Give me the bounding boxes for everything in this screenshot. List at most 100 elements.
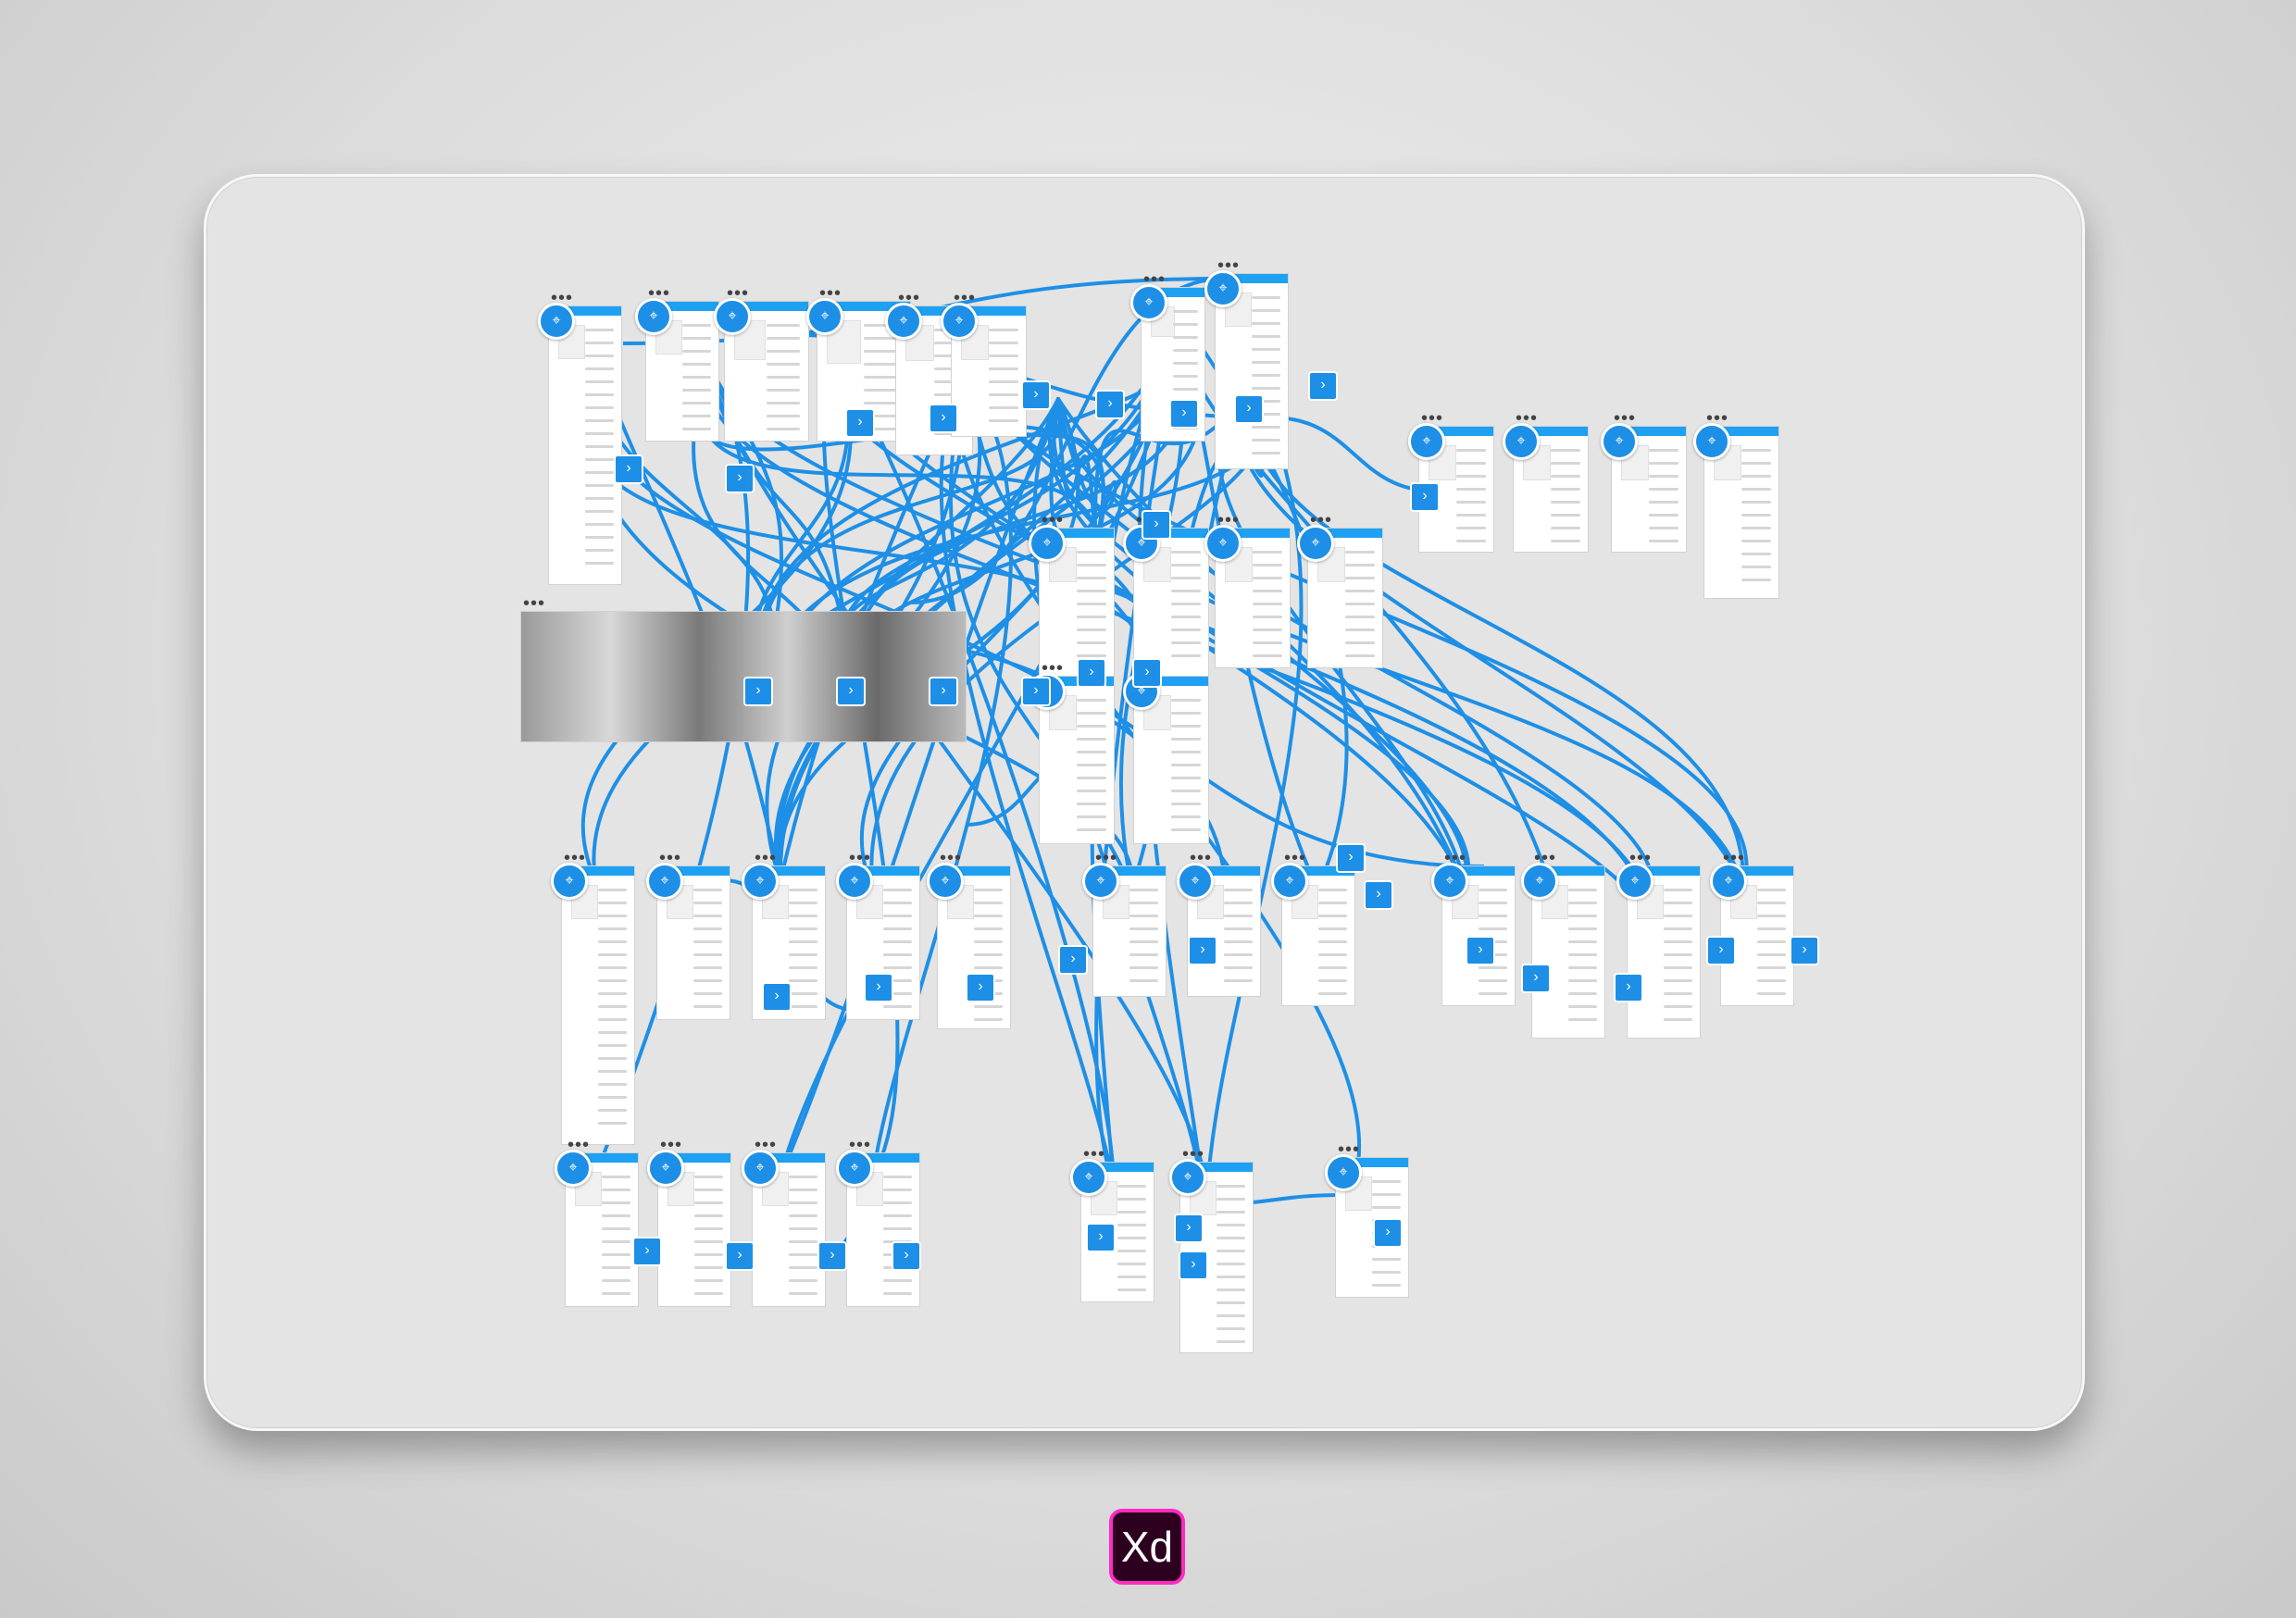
pin-icon[interactable]: ⌖ (836, 863, 873, 900)
more-dots-icon[interactable]: ••• (727, 283, 750, 304)
prototype-canvas[interactable]: ••• ••• ••• ••• ••• ••• ••• ••• ••• ••• ••• ••• ••• •… (204, 174, 2085, 1431)
more-dots-icon[interactable]: ••• (1042, 658, 1065, 678)
more-dots-icon[interactable]: ••• (1310, 510, 1333, 530)
more-dots-icon[interactable]: ••• (1284, 848, 1307, 868)
chevron-icon[interactable]: › (1058, 945, 1088, 975)
chevron-icon[interactable]: › (1614, 973, 1643, 1002)
pin-icon[interactable]: ⌖ (714, 298, 751, 335)
chevron-icon[interactable]: › (1364, 880, 1393, 910)
artboard-1[interactable] (549, 306, 621, 584)
pin-icon[interactable]: ⌖ (742, 863, 779, 900)
more-dots-icon[interactable]: ••• (755, 848, 778, 868)
chevron-icon[interactable]: › (1142, 510, 1171, 540)
pin-icon[interactable]: ⌖ (646, 863, 683, 900)
more-dots-icon[interactable]: ••• (564, 848, 587, 868)
more-dots-icon[interactable]: ••• (1042, 510, 1065, 530)
chevron-icon[interactable]: › (864, 973, 893, 1002)
pin-icon[interactable]: ⌖ (1070, 1159, 1107, 1196)
chevron-icon[interactable]: › (762, 982, 792, 1012)
pin-icon[interactable]: ⌖ (1297, 525, 1334, 562)
more-dots-icon[interactable]: ••• (1706, 408, 1729, 429)
pin-icon[interactable]: ⌖ (1616, 863, 1653, 900)
artboard-35[interactable] (847, 1153, 919, 1306)
pin-icon[interactable]: ⌖ (1130, 284, 1167, 321)
more-dots-icon[interactable]: ••• (659, 848, 682, 868)
artboard-14[interactable] (1134, 529, 1208, 677)
pin-icon[interactable]: ⌖ (1082, 863, 1119, 900)
more-dots-icon[interactable]: ••• (1516, 408, 1539, 429)
pin-icon[interactable]: ⌖ (1710, 863, 1747, 900)
pin-icon[interactable]: ⌖ (538, 303, 575, 340)
chevron-icon[interactable]: › (966, 973, 995, 1002)
pin-icon[interactable]: ⌖ (635, 298, 672, 335)
more-dots-icon[interactable]: ••• (1421, 408, 1444, 429)
more-dots-icon[interactable]: ••• (660, 1135, 683, 1155)
chevron-icon[interactable]: › (1234, 394, 1264, 424)
chevron-icon[interactable]: › (1336, 843, 1366, 873)
pin-icon[interactable]: ⌖ (1521, 863, 1558, 900)
more-dots-icon[interactable]: ••• (523, 593, 546, 614)
chevron-icon[interactable]: › (725, 464, 755, 493)
chevron-icon[interactable]: › (1021, 677, 1051, 706)
more-dots-icon[interactable]: ••• (1629, 848, 1653, 868)
more-dots-icon[interactable]: ••• (568, 1135, 591, 1155)
pin-icon[interactable]: ⌖ (806, 298, 843, 335)
more-dots-icon[interactable]: ••• (849, 1135, 872, 1155)
pin-icon[interactable]: ⌖ (941, 303, 978, 340)
chevron-icon[interactable]: › (1373, 1218, 1403, 1248)
pin-icon[interactable]: ⌖ (885, 303, 922, 340)
more-dots-icon[interactable]: ••• (1534, 848, 1557, 868)
pin-icon[interactable]: ⌖ (1204, 270, 1242, 307)
chevron-icon[interactable]: › (1308, 371, 1338, 401)
pin-icon[interactable]: ⌖ (836, 1150, 873, 1187)
more-dots-icon[interactable]: ••• (1338, 1139, 1361, 1160)
chevron-icon[interactable]: › (1174, 1214, 1204, 1243)
more-dots-icon[interactable]: ••• (648, 283, 671, 304)
artboard-33[interactable] (658, 1153, 730, 1306)
chevron-icon[interactable]: › (1086, 1223, 1116, 1252)
pin-icon[interactable]: ⌖ (1325, 1154, 1362, 1191)
more-dots-icon[interactable]: ••• (1444, 848, 1467, 868)
chevron-icon[interactable]: › (1410, 482, 1440, 512)
chevron-icon[interactable]: › (845, 408, 875, 438)
more-dots-icon[interactable]: ••• (1095, 848, 1118, 868)
pin-icon[interactable]: ⌖ (555, 1150, 592, 1187)
chevron-icon[interactable]: › (929, 404, 958, 433)
chevron-icon[interactable]: › (1021, 380, 1051, 410)
more-dots-icon[interactable]: ••• (898, 288, 921, 308)
pin-icon[interactable]: ⌖ (551, 863, 588, 900)
artboard-25[interactable] (1093, 866, 1166, 996)
chevron-icon[interactable]: › (1521, 964, 1551, 993)
more-dots-icon[interactable]: ••• (819, 283, 842, 304)
chevron-icon[interactable]: › (1077, 658, 1106, 688)
pin-icon[interactable]: ⌖ (1271, 863, 1308, 900)
more-dots-icon[interactable]: ••• (1217, 510, 1241, 530)
pin-icon[interactable]: ⌖ (927, 863, 964, 900)
more-dots-icon[interactable]: ••• (1190, 848, 1213, 868)
chevron-icon[interactable]: › (614, 454, 643, 484)
artboard-17[interactable] (521, 612, 966, 741)
chevron-icon[interactable]: › (817, 1241, 847, 1271)
chevron-icon[interactable]: › (929, 677, 958, 706)
chevron-icon[interactable]: › (632, 1237, 662, 1266)
pin-icon[interactable]: ⌖ (1169, 1159, 1206, 1196)
pin-icon[interactable]: ⌖ (1601, 423, 1638, 460)
pin-icon[interactable]: ⌖ (647, 1150, 684, 1187)
artboard-20[interactable] (562, 866, 634, 1144)
more-dots-icon[interactable]: ••• (1217, 255, 1241, 276)
chevron-icon[interactable]: › (892, 1241, 921, 1271)
chevron-icon[interactable]: › (1132, 658, 1162, 688)
more-dots-icon[interactable]: ••• (1182, 1144, 1205, 1164)
more-dots-icon[interactable]: ••• (849, 848, 872, 868)
more-dots-icon[interactable]: ••• (940, 848, 963, 868)
chevron-icon[interactable]: › (1706, 936, 1736, 965)
chevron-icon[interactable]: › (1095, 390, 1125, 419)
pin-icon[interactable]: ⌖ (1204, 525, 1242, 562)
chevron-icon[interactable]: › (1790, 936, 1819, 965)
pin-icon[interactable]: ⌖ (1693, 423, 1730, 460)
more-dots-icon[interactable]: ••• (1143, 269, 1167, 290)
pin-icon[interactable]: ⌖ (742, 1150, 779, 1187)
pin-icon[interactable]: ⌖ (1029, 525, 1066, 562)
more-dots-icon[interactable]: ••• (551, 288, 574, 308)
chevron-icon[interactable]: › (743, 677, 773, 706)
